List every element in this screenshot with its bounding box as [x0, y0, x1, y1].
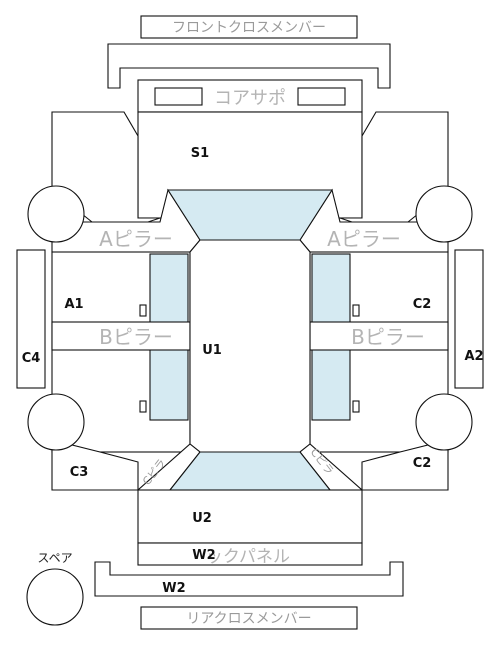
trunk-panel — [137, 489, 363, 544]
u1-code: U1 — [202, 343, 222, 358]
core-support-label: コアサポ — [214, 88, 286, 109]
w2-back-code: W2 — [192, 548, 215, 563]
u2-code: U2 — [192, 511, 212, 526]
right-front-door-handle — [352, 304, 360, 317]
front-left-wheel — [27, 185, 85, 243]
front-cross-member-label: フロントクロスメンバー — [172, 20, 326, 36]
right-side-bar — [454, 249, 484, 389]
front-cross-member-box — [140, 15, 358, 39]
rear-cross-member-label: リアクロスメンバー — [186, 611, 311, 627]
rear-left-wheel — [27, 393, 85, 451]
rear-cross-member-box — [140, 606, 358, 630]
a2-code: A2 — [464, 349, 483, 364]
spare-tire — [26, 568, 84, 626]
front-cross-member — [107, 43, 391, 89]
c2-lower-code: C2 — [413, 456, 432, 471]
rear-right-wheel — [415, 393, 473, 451]
front-right-wheel — [415, 185, 473, 243]
c3-code: C3 — [70, 465, 89, 480]
s1-code: S1 — [191, 146, 209, 161]
back-panel-label: ックパネル — [206, 547, 290, 567]
back-panel — [137, 542, 363, 566]
left-front-door-handle — [139, 304, 147, 317]
rear-bumper — [94, 561, 404, 597]
left-side-bar — [16, 249, 46, 389]
right-rear-door-handle — [352, 400, 360, 413]
b-pillar-right — [309, 321, 449, 351]
spare-label: スペア — [37, 551, 72, 565]
a-pillar-left-label: Aピラー — [99, 227, 173, 251]
w2-rear-code: W2 — [162, 581, 185, 596]
core-support-right-slot — [297, 87, 346, 106]
right-rear-quarter — [361, 439, 449, 491]
a1-code: A1 — [64, 297, 83, 312]
a-pillar-right-label: Aピラー — [327, 227, 401, 251]
left-rear-door-handle — [139, 400, 147, 413]
b-pillar-left-label: Bピラー — [99, 325, 173, 349]
b-pillar-right-label: Bピラー — [351, 325, 425, 349]
c4-code: C4 — [22, 351, 41, 366]
core-support-left-slot — [154, 87, 203, 106]
left-rear-quarter — [51, 439, 139, 491]
c2-upper-code: C2 — [413, 297, 432, 312]
